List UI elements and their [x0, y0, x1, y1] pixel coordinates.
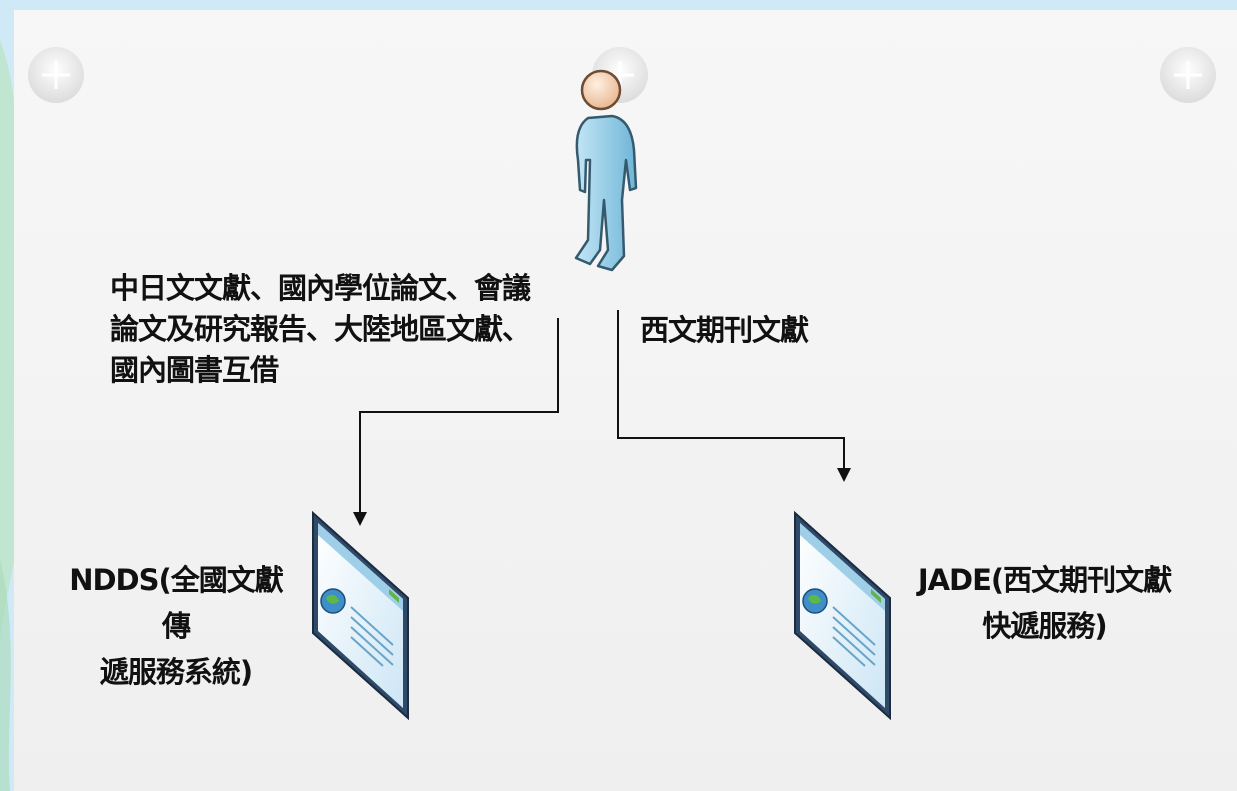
right-route-label: 西文期刊文獻	[640, 313, 809, 347]
left-route-label: 中日文文獻、國內學位論文、會議 論文及研究報告、大陸地區文獻、 國內圖書互借	[110, 271, 531, 387]
jade-system-label: JADE(西文期刊文獻 快遞服務)	[917, 563, 1172, 643]
connector-right	[617, 310, 845, 468]
webpage-icon	[312, 510, 409, 721]
person-icon	[574, 69, 638, 272]
plus-badge-icon	[28, 47, 84, 103]
webpage-icon	[794, 510, 891, 721]
connector-left	[359, 318, 559, 512]
arrowhead-left	[353, 512, 367, 526]
plus-badge-icon	[1160, 47, 1216, 103]
ndds-system-label: NDDS(全國文獻傳 遞服務系統)	[69, 563, 284, 689]
arrowhead-right	[837, 468, 851, 482]
